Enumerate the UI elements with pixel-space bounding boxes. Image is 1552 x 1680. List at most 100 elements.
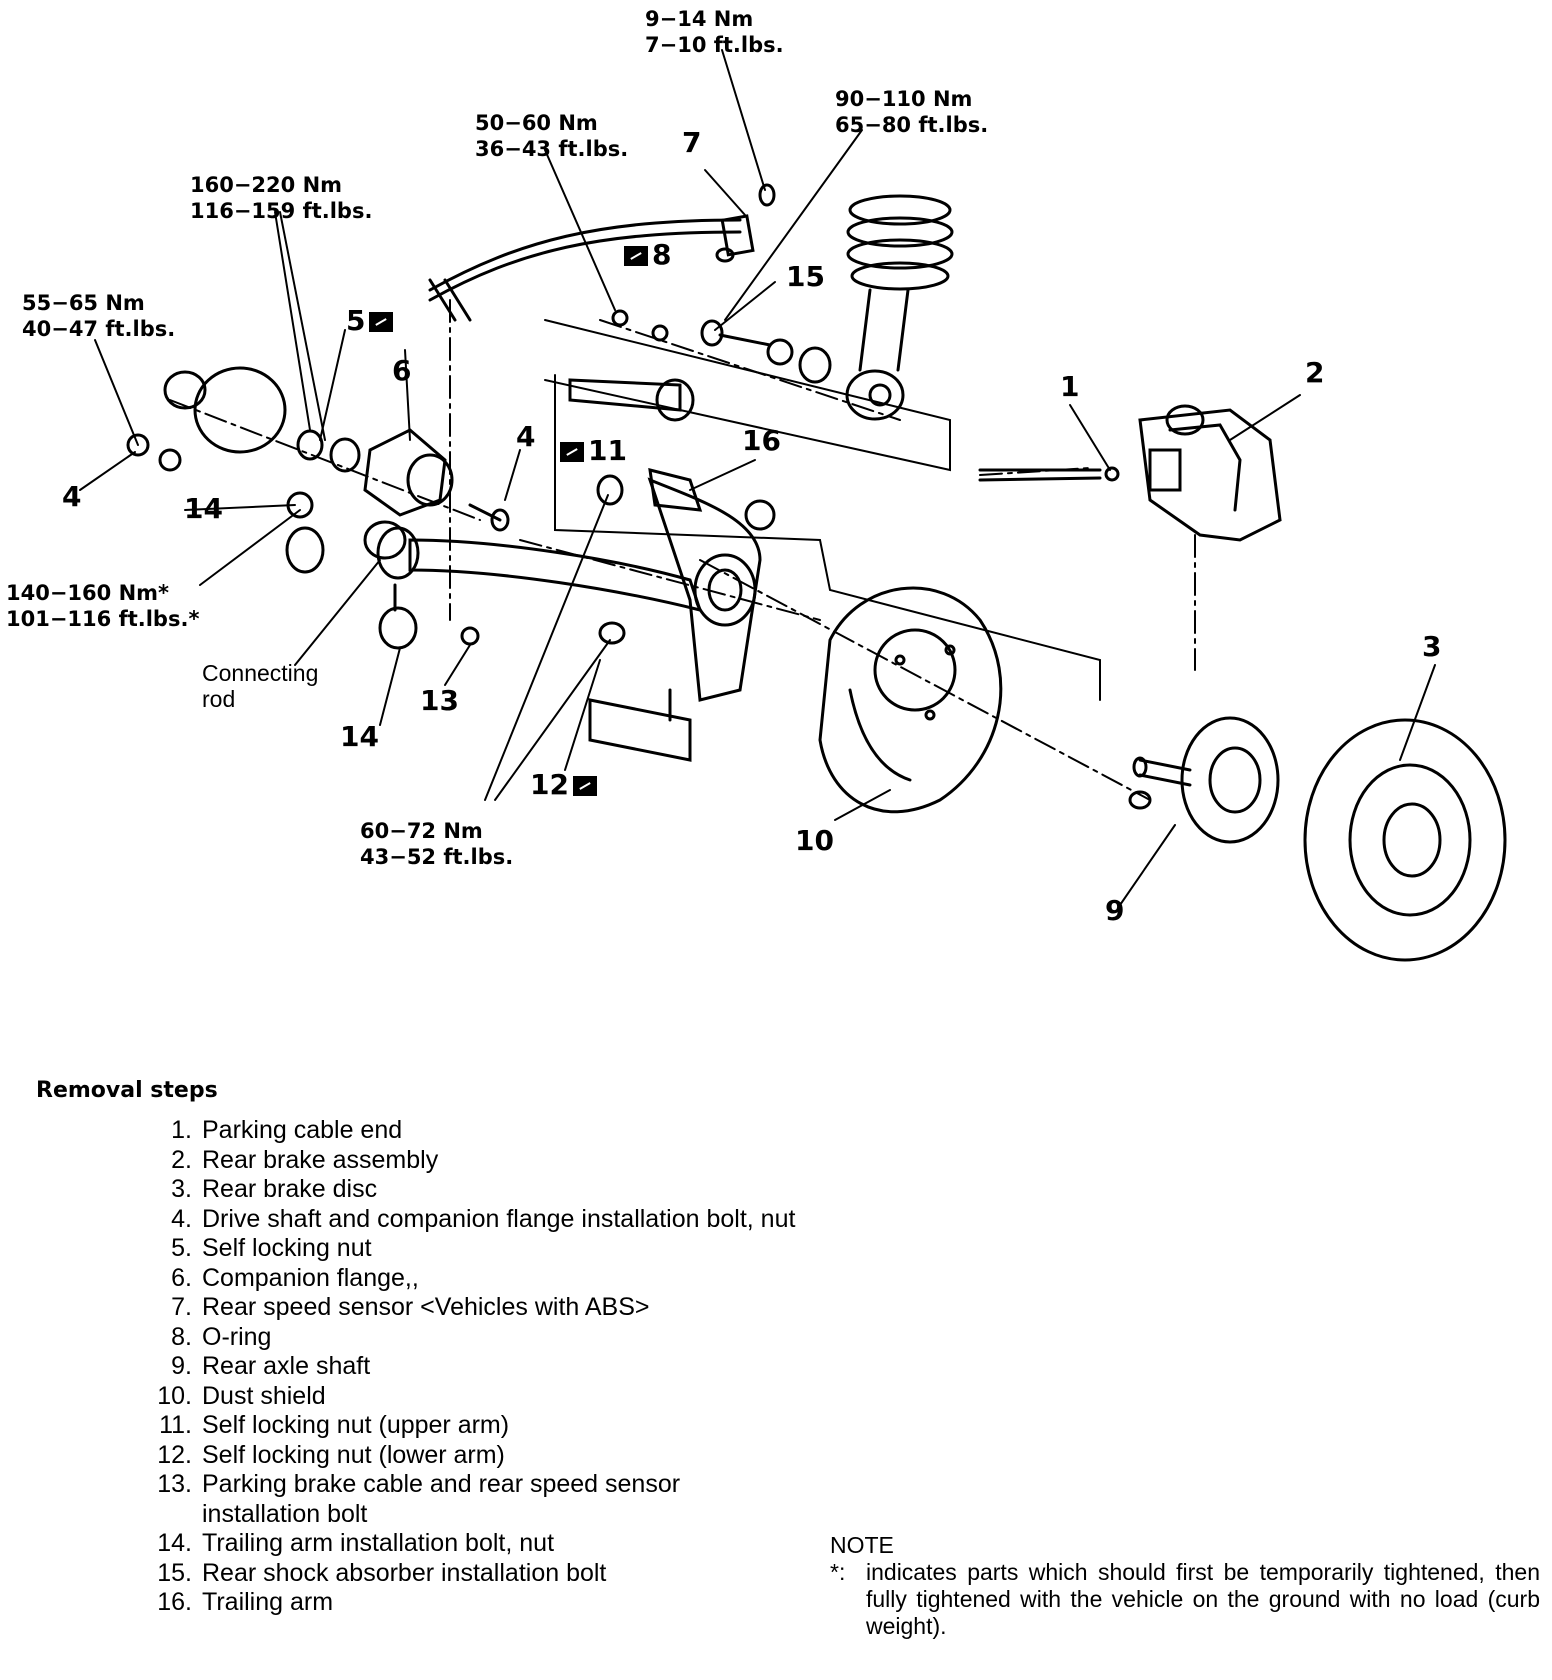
self-locking-nut-icon <box>624 246 648 266</box>
removal-step-text: Rear brake disc <box>202 1175 378 1203</box>
callout-1: 1 <box>1060 370 1080 403</box>
removal-step-text: Self locking nut (lower arm) <box>202 1440 505 1469</box>
assembly-outline <box>544 319 1101 701</box>
removal-step: 5. Self locking nut <box>140 1234 802 1264</box>
removal-step-number: 3. <box>171 1175 192 1203</box>
removal-step-text: Trailing arm installation bolt, nut <box>202 1529 555 1557</box>
removal-step-text: Rear speed sensor <Vehicles with ABS> <box>202 1293 650 1321</box>
removal-step-text: Drive shaft and companion flange install… <box>202 1204 796 1233</box>
callout-4-left: 4 <box>62 480 82 513</box>
removal-step-number: 16. <box>157 1588 192 1616</box>
removal-step: 2. Rear brake assembly <box>140 1146 802 1176</box>
callout-8: 8 <box>620 240 671 270</box>
trailing-arm <box>376 468 776 762</box>
torque-label-90-110: 90−110 Nm 65−80 ft.lbs. <box>835 87 989 137</box>
removal-step-number: 8. <box>171 1322 192 1351</box>
connecting-rod-label: Connecting rod <box>202 660 319 712</box>
removal-step-number: 10. <box>157 1381 192 1410</box>
removal-step: 7. Rear speed sensor <Vehicles with ABS> <box>140 1293 802 1323</box>
callout-14-upper: 14 <box>184 492 223 525</box>
callout-6: 6 <box>392 354 412 387</box>
upper-arm-bush <box>568 378 695 645</box>
removal-step-number: 1. <box>171 1116 192 1144</box>
companion-flange <box>363 428 510 532</box>
rear-axle-shaft <box>1128 716 1280 844</box>
note-mark: *: <box>830 1559 846 1585</box>
removal-step: 9. Rear axle shaft <box>140 1352 802 1382</box>
removal-step: 8. O-ring <box>140 1323 802 1353</box>
removal-step-number: 11. <box>159 1411 192 1439</box>
torque-label-140-160: 140−160 Nm* 101−116 ft.lbs.* <box>6 581 200 631</box>
rear-axle-exploded-diagram <box>79 49 1507 962</box>
removal-steps-list: 1. Parking cable end 2. Rear brake assembly… <box>140 1116 802 1618</box>
removal-step-number: 2. <box>171 1145 192 1174</box>
self-locking-nut-icon <box>560 442 584 462</box>
parking-cable <box>978 466 1120 482</box>
note-block: NOTE *: indicates parts which should fir… <box>830 1532 1540 1640</box>
removal-step-text: Self locking nut <box>202 1234 372 1262</box>
note-text: indicates parts which should first be te… <box>866 1559 1540 1639</box>
callout-13: 13 <box>420 684 459 717</box>
callout-14-lower: 14 <box>340 720 379 753</box>
removal-step: 11. Self locking nut (upper arm) <box>140 1411 802 1441</box>
callout-16: 16 <box>742 424 781 457</box>
removal-step-number: 6. <box>171 1263 192 1292</box>
callout-10: 10 <box>795 824 834 857</box>
removal-step: 1. Parking cable end <box>140 1116 802 1146</box>
removal-step: 14. Trailing arm installation bolt, nut <box>140 1529 802 1559</box>
removal-step: 4. Drive shaft and companion flange insta… <box>140 1205 802 1235</box>
callout-15: 15 <box>786 260 825 293</box>
removal-step-text: Parking brake cable and rear speed senso… <box>202 1470 681 1528</box>
removal-step-number: 4. <box>171 1204 192 1233</box>
removal-step-number: 9. <box>171 1352 192 1380</box>
self-locking-nut-icon <box>572 776 597 796</box>
self-locking-nut-icon <box>369 312 394 332</box>
o-ring <box>715 247 735 263</box>
torque-label-9-14: 9−14 Nm 7−10 ft.lbs. <box>645 7 784 57</box>
removal-steps-title: Removal steps <box>36 1078 218 1103</box>
sensor-cable <box>428 214 755 322</box>
callout-3: 3 <box>1422 630 1442 663</box>
removal-step-text: Companion flange,, <box>202 1263 419 1292</box>
removal-step-text: O-ring <box>202 1322 272 1351</box>
note-heading: NOTE <box>830 1532 894 1558</box>
removal-step: 3. Rear brake disc <box>140 1175 802 1205</box>
removal-step-text: Rear brake assembly <box>202 1145 439 1174</box>
callout-2: 2 <box>1305 356 1325 389</box>
torque-label-50-60: 50−60 Nm 36−43 ft.lbs. <box>475 111 629 161</box>
removal-step-number: 14. <box>157 1529 192 1557</box>
removal-step-number: 13. <box>157 1470 192 1498</box>
torque-label-60-72: 60−72 Nm 43−52 ft.lbs. <box>360 819 514 869</box>
dust-shield <box>818 586 1003 814</box>
removal-step-text: Parking cable end <box>202 1116 403 1144</box>
removal-step-text: Self locking nut (upper arm) <box>202 1411 510 1439</box>
rear-brake-disc <box>1303 718 1507 962</box>
callout-11: 11 <box>556 436 627 466</box>
removal-step-number: 15. <box>157 1558 192 1587</box>
leader-lines <box>79 49 1436 906</box>
removal-step-number: 7. <box>171 1293 192 1321</box>
removal-step: 13. Parking brake cable and rear speed se… <box>140 1470 802 1529</box>
callout-9: 9 <box>1105 894 1125 927</box>
removal-step: 12. Self locking nut (lower arm) <box>140 1441 802 1471</box>
removal-step: 15. Rear shock absorber installation bolt <box>140 1559 802 1589</box>
removal-step-number: 12. <box>157 1440 192 1469</box>
removal-step: 6. Companion flange,, <box>140 1264 802 1294</box>
coil-spring-shock <box>845 194 954 421</box>
drive-shaft-joint <box>126 366 361 473</box>
rear-brake-caliper <box>1138 404 1282 542</box>
removal-step: 16. Trailing arm <box>140 1588 802 1618</box>
removal-step-text: Rear axle shaft <box>202 1352 371 1380</box>
callout-7: 7 <box>682 126 702 159</box>
removal-step-text: Dust shield <box>202 1381 326 1410</box>
removal-step: 10. Dust shield <box>140 1382 802 1412</box>
removal-step-text: Rear shock absorber installation bolt <box>202 1558 607 1587</box>
callout-4-right: 4 <box>516 420 536 453</box>
removal-step-number: 5. <box>171 1234 192 1262</box>
shock-bolt-washers <box>611 309 832 384</box>
sensor-bolt <box>758 183 776 207</box>
torque-label-55-65: 55−65 Nm 40−47 ft.lbs. <box>22 291 176 341</box>
torque-label-160-220: 160−220 Nm 116−159 ft.lbs. <box>190 173 373 223</box>
callout-5: 5 <box>346 306 397 336</box>
removal-step-text: Trailing arm <box>202 1588 334 1616</box>
